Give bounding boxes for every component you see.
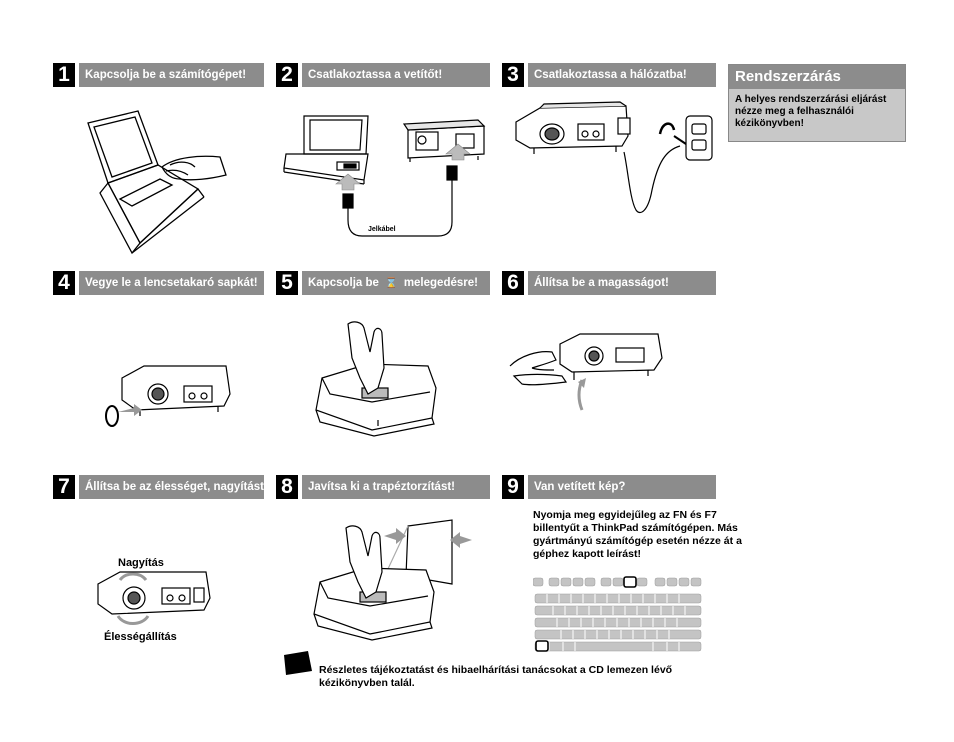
cable-label: Jelkábel [368, 226, 396, 233]
step-number: 8 [276, 475, 298, 499]
step-7-header: 7 Állítsa be az élességet, nagyítást! [53, 475, 264, 499]
step-number: 1 [53, 63, 75, 87]
f7-key-icon [623, 576, 637, 588]
step-9-header: 9 Van vetített kép? [502, 475, 716, 499]
step-label: Vegye le a lencsetakaró sapkát! [79, 271, 264, 295]
step-number: 7 [53, 475, 75, 499]
step-label: Kapcsolja be a számítógépet! [79, 63, 264, 87]
step-label: Csatlakoztassa a hálózatba! [528, 63, 716, 87]
keyboard-illustration [533, 576, 703, 654]
step-label-part-b: melegedésre! [403, 277, 478, 289]
footer-note: Részletes tájékoztatást és hibaelhárítás… [319, 664, 673, 689]
step-8-header: 8 Javítsa ki a trapéztorzítást! [276, 475, 490, 499]
hourglass-icon: ⌛ [385, 278, 398, 289]
step-number: 6 [502, 271, 524, 295]
step-label: Kapcsolja be ⌛ melegedésre! [302, 271, 490, 295]
step-label-part-a: Kapcsolja be [308, 277, 379, 289]
step-3-header: 3 Csatlakoztassa a hálózatba! [502, 63, 716, 87]
focus-zoom-illustration [90, 568, 220, 636]
step-label: Csatlakoztassa a vetítőt! [302, 63, 490, 87]
step-number: 9 [502, 475, 524, 499]
step-5-header: 5 Kapcsolja be ⌛ melegedésre! [276, 271, 490, 295]
connect-projector-illustration [282, 110, 492, 245]
step-4-header: 4 Vegye le a lencsetakaró sapkát! [53, 271, 264, 295]
lens-cap-illustration [100, 362, 240, 432]
step-label: Van vetített kép? [528, 475, 716, 499]
step-label: Javítsa ki a trapéztorzítást! [302, 475, 490, 499]
laptop-illustration [80, 105, 240, 255]
step-number: 2 [276, 63, 298, 87]
keystone-illustration [312, 518, 482, 643]
step-number: 3 [502, 63, 524, 87]
shutdown-box: Rendszerzárás A helyes rendszerzárási el… [728, 64, 906, 142]
focus-label: Élességállítás [104, 631, 177, 643]
step-2-header: 2 Csatlakoztassa a vetítőt! [276, 63, 490, 87]
power-connect-illustration [510, 100, 720, 220]
step-9-instructions: Nyomja meg egyidejűleg az FN és F7 bille… [533, 509, 742, 560]
zoom-label: Nagyítás [118, 557, 164, 569]
cd-manual-icon [284, 651, 312, 675]
step-number: 5 [276, 271, 298, 295]
step-1-header: 1 Kapcsolja be a számítógépet! [53, 63, 264, 87]
fn-key-icon [535, 640, 549, 652]
step-label: Állítsa be a magasságot! [528, 271, 716, 295]
step-number: 4 [53, 271, 75, 295]
shutdown-body: A helyes rendszerzárási eljárást nézze m… [735, 94, 887, 129]
power-on-illustration [312, 318, 442, 443]
shutdown-title: Rendszerzárás [729, 65, 905, 89]
step-label: Állítsa be az élességet, nagyítást! [79, 475, 264, 499]
step-6-header: 6 Állítsa be a magasságot! [502, 271, 716, 295]
height-adjust-illustration [508, 330, 668, 412]
